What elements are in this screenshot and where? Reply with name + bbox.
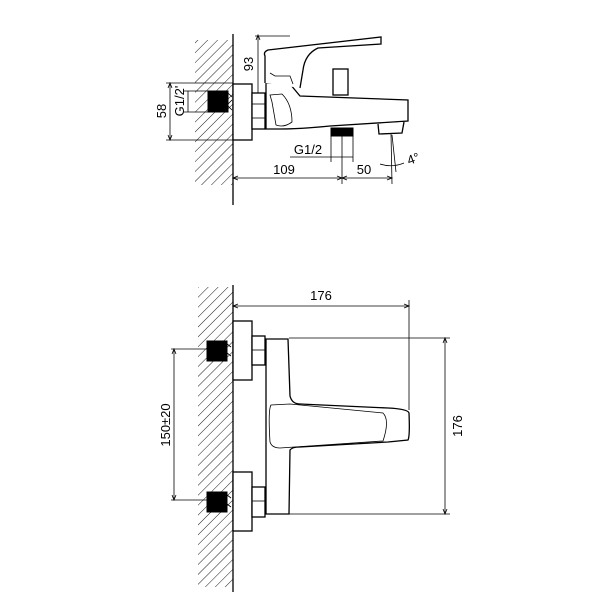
- lower-inlet-block: [206, 491, 228, 513]
- dim-overall-height: 176: [450, 415, 465, 437]
- dim-inlet-spacing: 150±20: [158, 403, 173, 446]
- dim-wall-to-outlet: 109: [273, 162, 295, 177]
- lower-escutcheon: [232, 471, 253, 532]
- shower-outlet-block: [330, 127, 354, 137]
- mixer-body-front: [265, 338, 410, 515]
- inlet-pipe-block: [207, 90, 229, 113]
- dim-outlet-to-spout: 50: [357, 162, 371, 177]
- spout-outlet: [377, 121, 405, 135]
- dim-mount-height: 58: [154, 104, 169, 118]
- upper-inlet-block: [206, 340, 228, 362]
- dim-spout-angle: 4°: [405, 149, 422, 167]
- wall-escutcheon: [232, 83, 253, 141]
- lower-nut: [251, 486, 266, 518]
- mixer-body: [265, 82, 409, 130]
- front-view: 176 176 150±20: [158, 285, 465, 592]
- dim-overall-width: 176: [310, 288, 332, 303]
- connector-nut: [251, 92, 266, 130]
- upper-escutcheon: [232, 320, 253, 381]
- dim-handle-height: 93: [241, 57, 256, 71]
- wall-hatching-front: [198, 287, 233, 587]
- lever-handle: [263, 36, 382, 89]
- side-view: 93 58 G1/2' G1/2 109 50 4°: [154, 33, 422, 205]
- upper-nut: [251, 335, 266, 366]
- diverter-knob: [332, 68, 349, 96]
- dim-inlet-thread: G1/2': [172, 86, 187, 117]
- dim-outlet-thread: G1/2: [294, 142, 322, 157]
- lever-front: [268, 403, 387, 449]
